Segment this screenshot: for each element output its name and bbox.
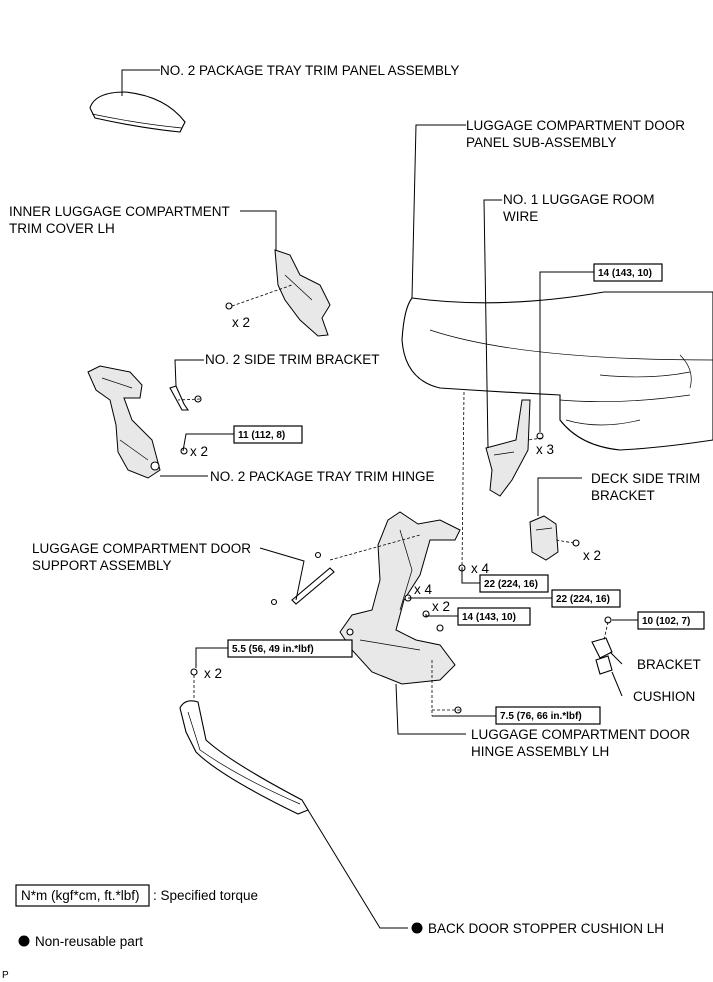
legend-torque-desc: : Specified torque (153, 888, 258, 903)
label-support-line1: LUGGAGE COMPARTMENT DOOR (32, 541, 251, 556)
qty-hinge-top: x 4 (471, 561, 490, 576)
label-hinge-line1: LUGGAGE COMPARTMENT DOOR (471, 727, 690, 742)
torque-tray-hinge: 11 (112, 8) (238, 430, 285, 441)
label-door-panel-line1: LUGGAGE COMPARTMENT DOOR (466, 118, 685, 133)
label-tray-panel: NO. 2 PACKAGE TRAY TRIM PANEL ASSEMBLY (160, 63, 459, 78)
alignment-lines (177, 284, 609, 716)
torque-box-hinge-c (457, 607, 531, 626)
inner-trim-cover-drawing (274, 249, 331, 337)
small-bracket-drawing (591, 637, 613, 675)
label-room-wire-line2: WIRE (503, 209, 538, 224)
qty-hinge-bolt: x 2 (432, 599, 450, 614)
corner-mark: P (2, 970, 9, 981)
torque-bracket: 10 (102, 7) (642, 616, 690, 627)
torque-box-hinge-b (551, 589, 621, 608)
door-panel-drawing (401, 291, 713, 451)
legend-nonreusable: Non-reusable part (35, 934, 143, 949)
label-deck-bracket-line2: BRACKET (591, 488, 655, 503)
qty-inner-cover: x 2 (232, 315, 250, 330)
label-room-wire-line1: NO. 1 LUGGAGE ROOM (503, 192, 655, 207)
stopper-cushion-drawing (179, 700, 309, 815)
label-support-line2: SUPPORT ASSEMBLY (32, 558, 172, 573)
qty-hinge-mid: x 4 (414, 582, 433, 597)
torque-box-tray-hinge (233, 425, 303, 444)
side-trim-bracket-drawing (169, 385, 190, 411)
qty-tray-hinge: x 2 (190, 444, 208, 459)
leader-lines (121, 69, 638, 929)
qty-stopper: x 2 (204, 666, 222, 681)
torque-hinge-b: 22 (224, 16) (556, 594, 610, 605)
label-stopper: BACK DOOR STOPPER CUSHION LH (428, 921, 664, 936)
label-inner-cover-line2: TRIM COVER LH (9, 221, 115, 236)
label-tray-hinge: NO. 2 PACKAGE TRAY TRIM HINGE (210, 469, 435, 484)
torque-hinge-c: 14 (143, 10) (462, 612, 516, 623)
torque-wire: 14 (143, 10) (598, 268, 652, 279)
torque-box-wire (593, 263, 663, 282)
label-inner-cover-line1: INNER LUGGAGE COMPARTMENT (9, 204, 230, 219)
torque-bottom: 7.5 (76, 66 in.*lbf) (500, 711, 582, 722)
door-support-drawing (270, 551, 335, 606)
label-deck-bracket-line1: DECK SIDE TRIM (591, 471, 700, 486)
label-hinge-line2: HINGE ASSEMBLY LH (471, 744, 609, 759)
door-hinge-drawing (339, 511, 461, 685)
nonreusable-marker-stopper (411, 922, 423, 934)
torque-box-bracket (637, 611, 705, 630)
torque-box-hinge-a (479, 574, 549, 593)
label-door-panel-line2: PANEL SUB-ASSEMBLY (466, 135, 617, 150)
legend-torque-unit: N*m (kgf*cm, ft.*lbf) (21, 888, 140, 903)
qty-room-wire: x 3 (536, 442, 554, 457)
qty-deck-bracket: x 2 (583, 548, 601, 563)
torque-stopper: 5.5 (56, 49 in.*lbf) (232, 644, 314, 655)
torque-hinge-a: 22 (224, 16) (484, 579, 538, 590)
room-wire-drawing (485, 399, 531, 497)
legend-nonreusable-marker (18, 935, 30, 947)
label-bracket: BRACKET (637, 657, 701, 672)
deck-bracket-drawing (529, 515, 559, 561)
torque-box-bottom (495, 706, 601, 725)
label-side-trim-bracket: NO. 2 SIDE TRIM BRACKET (205, 352, 380, 367)
legend-torque-box (15, 884, 150, 907)
torque-box-stopper (227, 639, 353, 658)
tray-trim-hinge-drawing (87, 365, 161, 479)
package-tray-panel-drawing (89, 91, 186, 133)
label-cushion: CUSHION (633, 689, 695, 704)
